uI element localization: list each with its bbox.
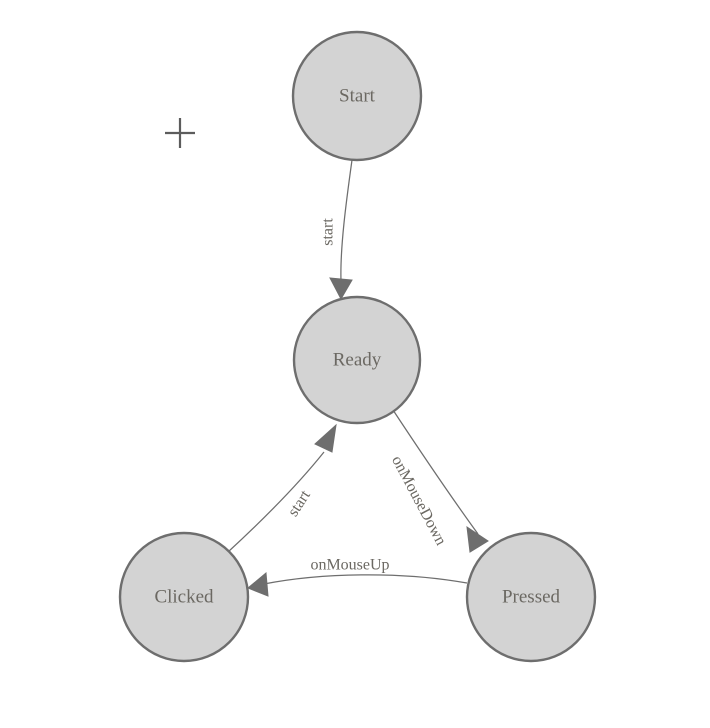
edge-ready-to-pressed[interactable]: [392, 409, 489, 553]
node-start-label: Start: [339, 85, 376, 106]
edge-path-ready-to-pressed: [392, 409, 479, 535]
edge-arrowhead-start-to-ready: [329, 277, 353, 301]
edge-arrowhead-ready-to-pressed: [466, 525, 489, 553]
edge-pressed-to-clicked[interactable]: [247, 572, 468, 597]
node-clicked-circle: [118, 531, 250, 663]
edge-start-to-ready[interactable]: [329, 159, 353, 301]
edge-arrowhead-pressed-to-clicked: [247, 572, 269, 597]
node-ready-label: Ready: [333, 349, 382, 370]
node-clicked-label: Clicked: [154, 586, 214, 607]
crosshair-icon[interactable]: [165, 118, 195, 148]
edge-label-start-to-ready: start: [320, 218, 337, 246]
edge-path-clicked-to-ready: [227, 451, 325, 553]
node-pressed-circle: [465, 531, 597, 663]
edge-clicked-to-ready[interactable]: [227, 423, 337, 553]
node-pressed-label: Pressed: [502, 586, 561, 607]
node-ready[interactable]: Ready: [292, 295, 422, 425]
edge-path-start-to-ready: [340, 159, 353, 282]
edge-label-ready-to-pressed: onMouseDown: [388, 453, 449, 548]
node-clicked[interactable]: Clicked: [118, 531, 250, 663]
node-ready-circle: [292, 295, 422, 425]
node-start[interactable]: Start: [291, 30, 423, 162]
edge-path-pressed-to-clicked: [263, 574, 468, 585]
node-pressed[interactable]: Pressed: [465, 531, 597, 663]
edge-arrowhead-clicked-to-ready: [314, 423, 337, 453]
edge-label-pressed-to-clicked: onMouseUp: [310, 557, 389, 574]
node-start-circle: [291, 30, 423, 162]
